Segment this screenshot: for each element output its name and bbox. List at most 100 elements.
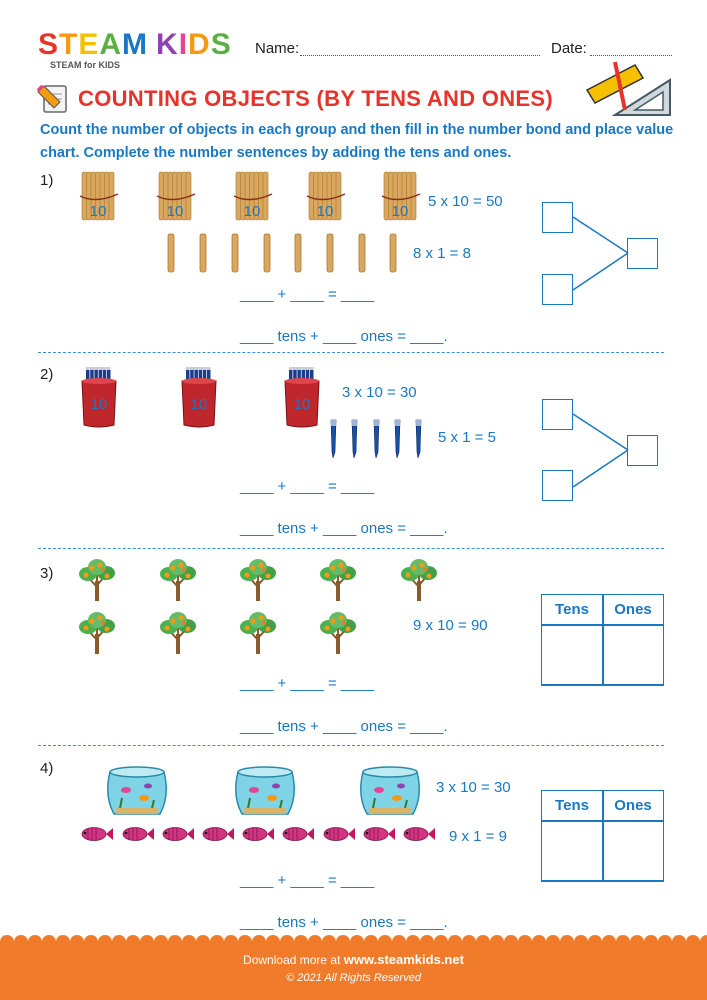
orange-tree-image	[320, 612, 356, 654]
ones-header: Ones	[602, 789, 664, 822]
stick-image	[326, 233, 334, 273]
stick-bundle-label: 10	[244, 203, 261, 220]
fishbowl-image	[235, 766, 295, 815]
ones-header: Ones	[602, 593, 664, 626]
number-bond-part-box[interactable]	[542, 399, 573, 430]
fish-image	[403, 827, 435, 841]
pen-image	[415, 419, 422, 459]
fish-image	[202, 827, 234, 841]
tens-header: Tens	[540, 593, 604, 626]
orange-tree-image	[240, 612, 276, 654]
section-divider	[38, 548, 664, 549]
question-1-number: 1)	[40, 172, 54, 189]
pen-cup-label: 10	[191, 396, 208, 413]
pen-cup-image: 10	[81, 367, 117, 428]
orange-tree-image	[160, 612, 196, 654]
orange-tree-image	[79, 612, 115, 654]
fish-image	[323, 827, 355, 841]
pen-cup-image: 10	[181, 367, 217, 428]
tens-ones-sentence[interactable]: ____ tens + ____ ones = ____.	[240, 520, 448, 537]
logo-subtitle: STEAM for KIDS	[50, 60, 121, 70]
number-bond-whole-box[interactable]	[627, 435, 658, 466]
tens-equation: 3 x 10 = 30	[342, 384, 417, 401]
fishbowl-image	[360, 766, 420, 815]
question-2-number: 2)	[40, 366, 54, 383]
tens-ones-sentence[interactable]: ____ tens + ____ ones = ____.	[240, 328, 448, 345]
stick-bundle-image: 10	[233, 171, 273, 221]
footer-scallop	[0, 935, 707, 946]
place-value-chart: Tens Ones	[540, 593, 664, 686]
stick-image	[389, 233, 397, 273]
question-4-number: 4)	[40, 760, 54, 777]
stick-bundle-image: 10	[79, 171, 119, 221]
tens-cell[interactable]	[540, 624, 604, 685]
copyright-text: © 2021 All Rights Reserved	[286, 972, 421, 984]
question-3-number: 3)	[40, 565, 54, 582]
addition-sentence[interactable]: ____ + ____ = ____	[240, 675, 375, 692]
ruler-triangle-icon	[585, 61, 671, 116]
tens-ones-sentence[interactable]: ____ tens + ____ ones = ____.	[240, 914, 448, 931]
tens-equation: 5 x 10 = 50	[428, 193, 503, 210]
site-link[interactable]: www.steamkids.net	[343, 952, 464, 967]
addition-sentence[interactable]: ____ + ____ = ____	[240, 478, 375, 495]
tens-ones-sentence[interactable]: ____ tens + ____ ones = ____.	[240, 718, 448, 735]
pen-image	[373, 419, 380, 459]
pen-image	[351, 419, 358, 459]
tens-equation: 9 x 10 = 90	[413, 617, 488, 634]
fish-image	[282, 827, 314, 841]
download-prefix: Download more at	[243, 953, 344, 967]
section-divider	[38, 352, 664, 353]
fish-image	[242, 827, 274, 841]
pencil-notepad-icon	[37, 85, 67, 113]
instructions-text: Count the number of objects in each grou…	[40, 122, 674, 161]
stick-bundle-label: 10	[392, 203, 409, 220]
stick-image	[358, 233, 366, 273]
pen-cup-label: 10	[294, 396, 311, 413]
pen-cup-label: 10	[91, 396, 108, 413]
stick-image	[167, 233, 175, 273]
orange-tree-image	[79, 559, 115, 601]
fish-image	[81, 827, 113, 841]
ones-cell[interactable]	[602, 624, 664, 685]
download-line: Download more at www.steamkids.net	[0, 952, 707, 967]
stick-bundle-image: 10	[306, 171, 346, 221]
footer-bar: Download more at www.steamkids.net © 202…	[0, 935, 707, 1000]
stick-image	[263, 233, 271, 273]
stick-image	[199, 233, 207, 273]
addition-sentence[interactable]: ____ + ____ = ____	[240, 286, 375, 303]
ones-equation: 9 x 1 = 9	[449, 828, 507, 845]
tens-equation: 3 x 10 = 30	[436, 779, 511, 796]
section-divider	[38, 745, 664, 746]
stick-bundle-image: 10	[381, 171, 421, 221]
name-field[interactable]	[300, 55, 540, 56]
ones-equation: 8 x 1 = 8	[413, 245, 471, 262]
stick-bundle-label: 10	[167, 203, 184, 220]
ones-equation: 5 x 1 = 5	[438, 429, 496, 446]
number-bond-part-box[interactable]	[542, 470, 573, 501]
date-field[interactable]	[590, 55, 672, 56]
addition-sentence[interactable]: ____ + ____ = ____	[240, 872, 375, 889]
stick-bundle-label: 10	[317, 203, 334, 220]
orange-tree-image	[320, 559, 356, 601]
date-label: Date:	[551, 40, 587, 57]
orange-tree-image	[160, 559, 196, 601]
number-bond-part-box[interactable]	[542, 274, 573, 305]
orange-tree-image	[240, 559, 276, 601]
number-bond-part-box[interactable]	[542, 202, 573, 233]
fishbowl-image	[107, 766, 167, 815]
tens-cell[interactable]	[540, 820, 604, 881]
number-bond-whole-box[interactable]	[627, 238, 658, 269]
pen-image	[330, 419, 337, 459]
tens-header: Tens	[540, 789, 604, 822]
number-bond-connectors	[572, 216, 629, 291]
stick-image	[294, 233, 302, 273]
pen-cup-image: 10	[284, 367, 320, 428]
stick-image	[231, 233, 239, 273]
worksheet-title: COUNTING OBJECTS (BY TENS AND ONES)	[78, 86, 553, 111]
ones-cell[interactable]	[602, 820, 664, 881]
orange-tree-image	[401, 559, 437, 601]
fish-image	[122, 827, 154, 841]
pen-image	[394, 419, 401, 459]
place-value-chart: Tens Ones	[540, 789, 664, 882]
